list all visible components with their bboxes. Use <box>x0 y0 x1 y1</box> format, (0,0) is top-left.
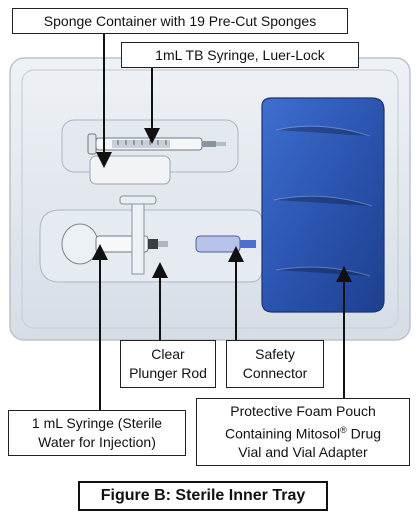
label-safety-connector: Safety Connector <box>226 340 324 388</box>
plunger-rod <box>119 195 157 275</box>
tb-syringe <box>87 133 226 155</box>
label-foam-pouch-line1: Protective Foam Pouch <box>230 402 376 419</box>
figure-caption: Figure B: Sterile Inner Tray <box>78 481 328 511</box>
label-tb-syringe: 1mL TB Syringe, Luer-Lock <box>121 42 359 68</box>
sponge-container <box>89 155 171 185</box>
label-water-syringe-line2: Water for Injection) <box>38 434 156 450</box>
label-foam-pouch-line2-suffix: Drug <box>346 425 382 442</box>
label-safety-connector-line1: Safety <box>255 346 295 362</box>
label-foam-pouch-line3: Vial and Vial Adapter <box>238 444 368 461</box>
registered-mark: ® <box>340 424 347 435</box>
foam-pouch <box>261 97 385 313</box>
label-foam-pouch-line2-prefix: Containing Mitosol <box>224 425 341 442</box>
label-plunger-rod-line2: Plunger Rod <box>129 365 207 381</box>
label-water-syringe-line1: 1 mL Syringe (Sterile <box>31 415 163 431</box>
label-safety-connector-line2: Connector <box>242 365 308 381</box>
label-sponge-container: Sponge Container with 19 Pre-Cut Sponges <box>12 8 348 34</box>
label-foam-pouch-line2: Containing Mitosol® Drug <box>225 421 381 444</box>
label-tb-syringe-text: 1mL TB Syringe, Luer-Lock <box>155 46 325 63</box>
label-water-syringe: 1 mL Syringe (Sterile Water for Injectio… <box>8 410 186 456</box>
tray-rim <box>21 69 399 329</box>
label-plunger-rod-line1: Clear <box>151 346 185 362</box>
label-plunger-rod: Clear Plunger Rod <box>120 340 216 388</box>
label-sponge-container-text: Sponge Container with 19 Pre-Cut Sponges <box>43 12 317 29</box>
label-foam-pouch: Protective Foam Pouch Containing Mitosol… <box>196 398 410 466</box>
